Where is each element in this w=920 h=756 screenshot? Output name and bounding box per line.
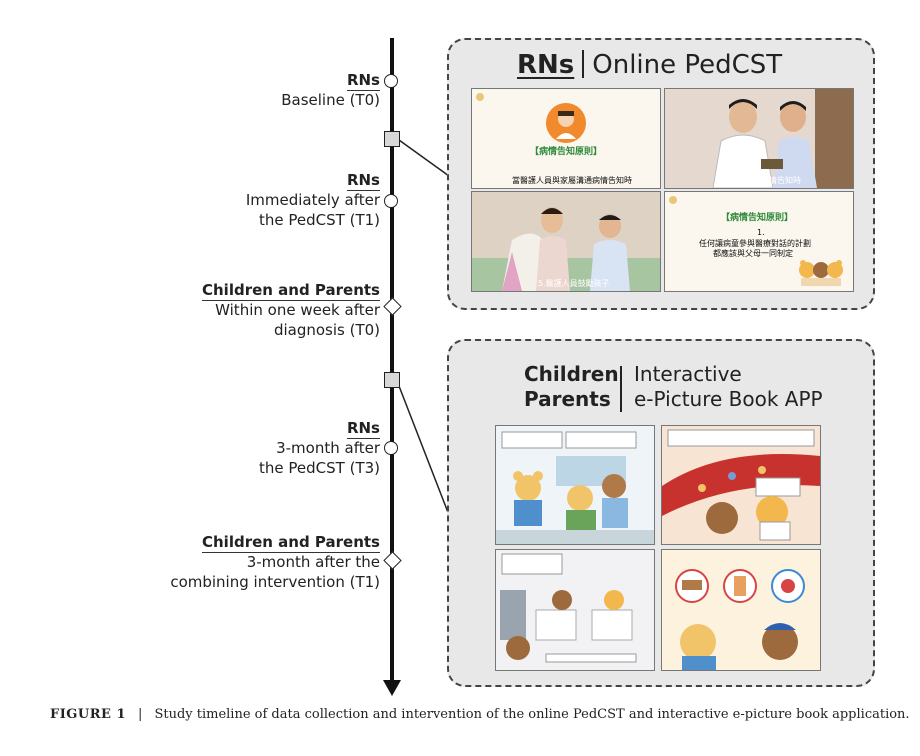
- book-page-1: [495, 425, 655, 545]
- marker-intervention-pedcst: [384, 131, 400, 147]
- timepoint-text: combining intervention (T1): [170, 573, 380, 591]
- pedcst-screen-2: 與孩子溝通病情告知時: [664, 88, 854, 189]
- timepoint-text: Within one week after: [215, 301, 380, 319]
- marker-intervention-app: [384, 372, 400, 388]
- pedcst-screen-3: 5.醫護人員鼓勵孩子: [471, 191, 661, 292]
- timeline-arrowhead: [383, 680, 401, 696]
- timepoint-label-4: RNs 3-month after the PedCST (T3): [259, 418, 380, 478]
- screen-caption: 5.醫護人員鼓勵孩子: [538, 279, 610, 288]
- figure-label: FIGURE 1: [50, 707, 127, 722]
- bear-mascots-icon: [669, 196, 843, 286]
- screen-line: 1.: [757, 228, 765, 237]
- screen-subtitle: 【病情告知原則】: [530, 147, 603, 157]
- screen-subtitle: 【病情告知原則】: [721, 213, 794, 223]
- family-bedside-photo: [472, 192, 660, 291]
- book-page-3: [495, 549, 655, 671]
- timepoint-text: Immediately after: [245, 191, 380, 209]
- bear-hospital-scene: [496, 431, 654, 544]
- panel-title-text: Interactive: [634, 362, 742, 386]
- panel-title-pedcst: RNs Online PedCST: [517, 48, 782, 82]
- caption-text: Study timeline of data collection and in…: [154, 707, 910, 722]
- timepoint-text: diagnosis (T0): [273, 321, 380, 339]
- screen-line: 任何讓病童參與醫療對話的計劃: [699, 239, 811, 248]
- timepoint-label-3: Children and Parents Within one week aft…: [201, 280, 380, 340]
- timepoint-text: 3-month after the: [246, 553, 380, 571]
- connector-top: [398, 139, 450, 177]
- panel-title-text: Online PedCST: [592, 50, 783, 80]
- group-label: RNs: [346, 171, 380, 191]
- group-label: RNs: [346, 419, 380, 439]
- timepoint-label-2: RNs Immediately after the PedCST (T1): [246, 170, 380, 230]
- panel-title-bold: Children: [524, 362, 619, 386]
- group-label: Children and Parents: [201, 281, 380, 301]
- screen-line: 都應該與父母一同制定: [713, 249, 793, 258]
- bear-blood-vessel-scene: [662, 429, 820, 541]
- screen-caption: 當醫護人員與家屬溝通病情告知時: [512, 176, 632, 185]
- marker-rns-baseline: [384, 74, 398, 88]
- pedcst-screen-4: 【病情告知原則】 1. 任何讓病童參與醫療對話的計劃 都應該與父母一同制定: [664, 191, 854, 292]
- caption-separator: |: [138, 707, 143, 722]
- group-label: RNs: [346, 71, 380, 91]
- group-label: Children and Parents: [201, 533, 380, 553]
- screen-caption: 與孩子溝通病情告知時: [721, 176, 801, 185]
- connector-bottom: [398, 385, 450, 516]
- panel-title-bold: RNs: [517, 50, 575, 80]
- timepoint-text: 3-month after: [276, 439, 380, 457]
- timeline-axis: [390, 38, 394, 688]
- timepoint-text: the PedCST (T1): [259, 211, 380, 229]
- figure-caption: FIGURE 1 | Study timeline of data collecti…: [50, 707, 910, 722]
- marker-rns-t1: [384, 194, 398, 208]
- bear-food-choice-scene: [675, 569, 805, 670]
- timepoint-label-5: Children and Parents 3-month after the c…: [170, 532, 380, 592]
- book-page-2: [661, 425, 821, 545]
- marker-rns-t3: [384, 441, 398, 455]
- bear-ward-scene: [500, 553, 637, 663]
- book-page-4: [661, 549, 821, 671]
- timepoint-text: the PedCST (T3): [259, 459, 380, 477]
- timepoint-text: Baseline (T0): [281, 91, 380, 109]
- nurse-avatar-icon: [476, 93, 586, 143]
- pedcst-screen-1: 【病情告知原則】 當醫護人員與家屬溝通病情告知時: [471, 88, 661, 189]
- timepoint-label-1: RNs Baseline (T0): [281, 70, 380, 110]
- panel-title-text: e-Picture Book APP: [634, 387, 823, 411]
- doctor-patient-photo: [665, 89, 853, 188]
- panel-title-bold: Parents: [524, 387, 611, 411]
